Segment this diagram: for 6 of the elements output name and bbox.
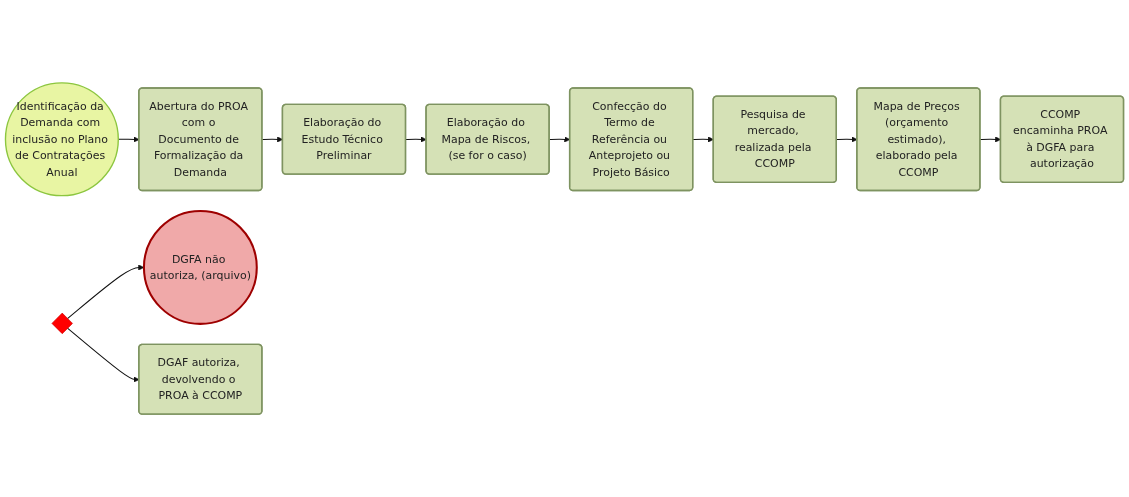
node-diamond — [51, 312, 73, 334]
node-circle: DGFA não autoriza, (arquivo) — [142, 210, 258, 325]
arrow — [692, 136, 714, 143]
arrow — [405, 136, 427, 143]
arrow — [66, 264, 145, 320]
node-circle: Identificação da Demanda com inclusão no Plano de Contratações Anual — [4, 82, 119, 197]
